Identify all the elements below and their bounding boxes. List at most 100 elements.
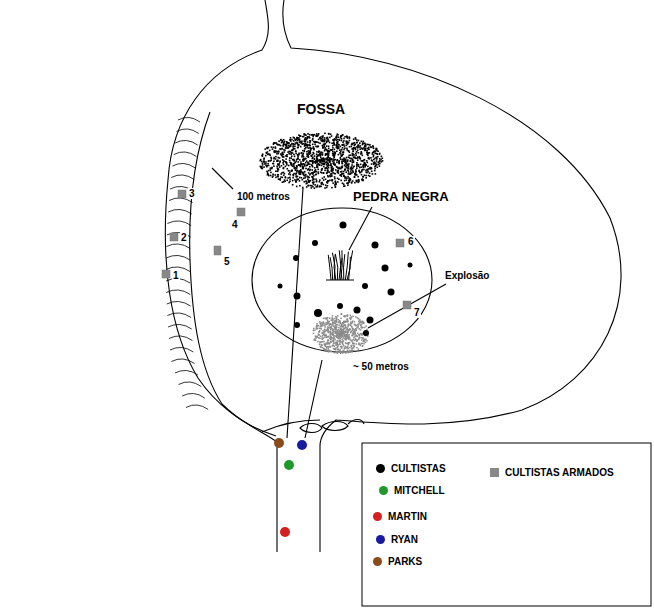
pit-speck bbox=[278, 153, 280, 155]
pit-speck bbox=[289, 178, 291, 180]
explosion-speck bbox=[349, 329, 351, 331]
pit-speck bbox=[342, 166, 344, 168]
pit-speck bbox=[304, 141, 306, 143]
explosion-speck bbox=[325, 344, 327, 346]
explosion-speck bbox=[330, 337, 332, 339]
pit-speck bbox=[375, 162, 377, 164]
pit-speck bbox=[316, 158, 318, 160]
pit-speck bbox=[307, 169, 309, 171]
pit-speck bbox=[359, 157, 361, 159]
explosion-speck bbox=[351, 348, 353, 350]
pit-speck bbox=[348, 163, 350, 165]
pit-speck bbox=[348, 171, 350, 173]
pit-speck bbox=[306, 153, 308, 155]
explosion-speck bbox=[319, 328, 321, 330]
explosion-speck bbox=[353, 331, 355, 333]
pit-speck bbox=[326, 181, 328, 183]
pit-speck bbox=[291, 149, 293, 151]
explosion-speck bbox=[331, 317, 333, 319]
pit-speck bbox=[366, 169, 368, 171]
pit-speck bbox=[280, 149, 282, 151]
pit-speck bbox=[337, 171, 339, 173]
pit-speck bbox=[328, 151, 330, 153]
pit-speck bbox=[333, 159, 335, 161]
explosion-speck bbox=[327, 321, 329, 323]
pit-speck bbox=[312, 162, 314, 164]
pit-speck bbox=[364, 143, 366, 145]
explosion-speck bbox=[359, 334, 361, 336]
pit-speck bbox=[283, 151, 285, 153]
explosion-speck bbox=[322, 325, 324, 327]
pit-speck bbox=[315, 178, 317, 180]
pit-speck bbox=[339, 157, 341, 159]
pit-speck bbox=[300, 152, 302, 154]
explosion-speck bbox=[361, 339, 363, 341]
pit-speck bbox=[379, 163, 381, 165]
explosion-speck bbox=[359, 334, 361, 336]
pit-speck bbox=[344, 185, 346, 187]
pit-speck bbox=[286, 179, 288, 181]
pit-speck bbox=[354, 156, 356, 158]
pit-speck bbox=[292, 184, 294, 186]
pit-speck bbox=[263, 158, 265, 160]
pit-speck bbox=[309, 137, 311, 139]
pit-speck bbox=[375, 149, 377, 151]
explosion-speck bbox=[332, 322, 334, 324]
pit-speck bbox=[285, 166, 287, 168]
pit-speck bbox=[345, 163, 347, 165]
pit-speck bbox=[312, 176, 314, 178]
pit-speck bbox=[369, 152, 371, 154]
explosion-speck bbox=[359, 319, 361, 321]
pit-speck bbox=[320, 159, 322, 161]
pit-speck bbox=[262, 168, 264, 170]
pit-speck bbox=[316, 141, 318, 143]
pit-speck bbox=[299, 141, 301, 143]
pit-speck bbox=[268, 160, 270, 162]
pit-speck bbox=[298, 164, 300, 166]
pit-speck bbox=[338, 178, 340, 180]
pit-speck bbox=[381, 156, 383, 158]
explosion-speck bbox=[353, 334, 355, 336]
explosion-speck bbox=[347, 321, 349, 323]
explosion-speck bbox=[333, 334, 335, 336]
pit-speck bbox=[268, 170, 270, 172]
pit-speck bbox=[270, 167, 272, 169]
pit-speck bbox=[262, 155, 264, 157]
pit-speck bbox=[309, 150, 311, 152]
pit-speck bbox=[285, 161, 287, 163]
pit-speck bbox=[371, 168, 373, 170]
pit-speck bbox=[308, 177, 310, 179]
pit-speck bbox=[303, 167, 305, 169]
explosion-speck bbox=[335, 351, 337, 353]
pit-speck bbox=[280, 173, 282, 175]
explosion-speck bbox=[338, 330, 340, 332]
pit-speck bbox=[339, 139, 341, 141]
pit-speck bbox=[315, 174, 317, 176]
pit-speck bbox=[310, 180, 312, 182]
pit-speck bbox=[354, 148, 356, 150]
pit-speck bbox=[363, 165, 365, 167]
pit-speck bbox=[268, 147, 270, 149]
rock-stroke bbox=[186, 405, 208, 410]
pit-speck bbox=[306, 160, 308, 162]
pit-speck bbox=[314, 155, 316, 157]
pit-speck bbox=[345, 171, 347, 173]
pit-speck bbox=[327, 154, 329, 156]
pit-speck bbox=[343, 151, 345, 153]
pit-speck bbox=[277, 167, 279, 169]
pit-speck bbox=[315, 160, 317, 162]
pit-speck bbox=[301, 152, 303, 154]
pit-speck bbox=[325, 137, 327, 139]
pit-speck bbox=[373, 147, 375, 149]
pit-speck bbox=[322, 184, 324, 186]
pit-speck bbox=[356, 162, 358, 164]
pit-speck bbox=[377, 156, 379, 158]
explosion-speck bbox=[316, 336, 318, 338]
pit-speck bbox=[328, 167, 330, 169]
pit-speck bbox=[332, 182, 334, 184]
explosion-speck bbox=[335, 349, 337, 351]
pit-speck bbox=[265, 161, 267, 163]
pit-speck bbox=[313, 153, 315, 155]
pit-speck bbox=[314, 161, 316, 163]
explosion-speck bbox=[322, 347, 324, 349]
